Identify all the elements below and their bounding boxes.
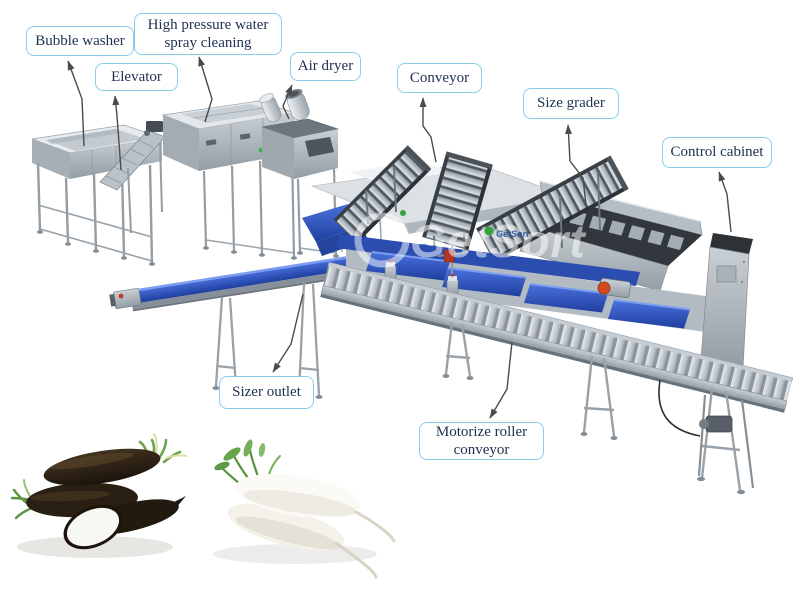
arrow-size-grader [565,124,587,206]
ramp-3-legs [559,171,601,249]
arrow-bubble-washer [67,60,85,147]
arrow-air-dryer [282,84,293,120]
arrow-motorize-roller [489,341,513,419]
motorized-roller-conveyor [320,261,794,495]
arrow-sizer-outlet [272,293,304,373]
label-sizer-outlet: Sizer outlet [219,376,314,409]
elevator-machine [99,121,166,234]
sizer-outlet-belts [336,234,706,332]
machine-brand-logo: GetSort [484,226,530,239]
label-conveyor: Conveyor [397,63,482,93]
label-motorize-roller-conveyor: Motorize roller conveyor [419,422,544,460]
arrow-high-pressure [198,56,213,123]
watermark: GetSort [354,212,586,268]
power-cable [658,379,701,437]
infeed-ramp-2 [422,151,493,251]
label-bubble-washer: Bubble washer [26,26,134,56]
arrow-elevator [112,95,122,171]
white-radishes-image [213,439,396,579]
air-dryer-machine [259,89,340,258]
label-size-grader: Size grader [523,88,619,119]
arrow-control-cabinet [718,171,732,233]
control-cabinet-machine [700,233,753,369]
infeed-ramp-3 [476,155,629,262]
black-radishes-image [10,433,187,558]
arrow-conveyor [419,97,437,163]
infeed-ramp-1 [333,145,432,244]
watermark-text: GetSort [410,215,586,267]
control-pendant-stand [437,246,469,274]
cabinet-legs [697,394,755,489]
leader-arrows [67,56,732,419]
label-high-pressure-spray: High pressure water spray cleaning [134,13,282,55]
label-elevator: Elevator [95,63,178,91]
label-control-cabinet: Control cabinet [662,137,772,168]
label-air-dryer: Air dryer [290,52,361,81]
machine-logo-text: GetSort [496,229,530,239]
